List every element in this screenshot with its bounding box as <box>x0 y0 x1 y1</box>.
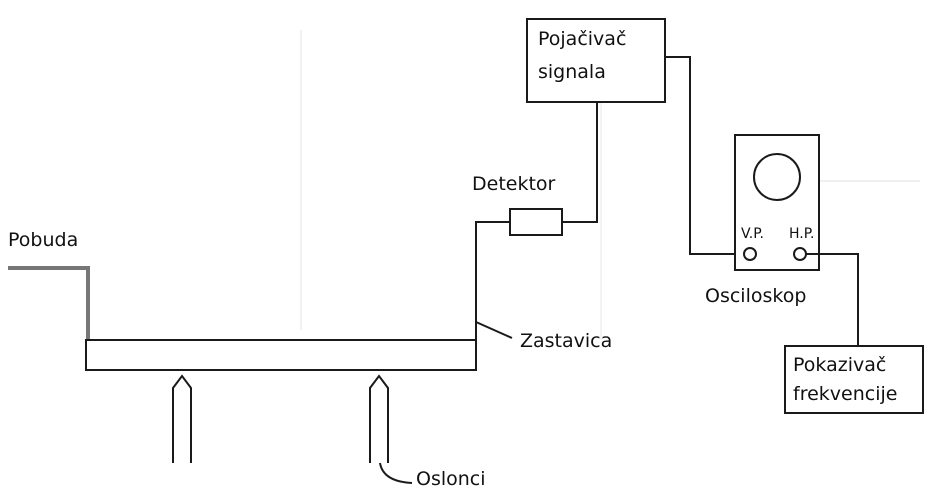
frequency-indicator-label-line1: Pokazivač <box>793 354 886 376</box>
detector-label: Detektor <box>472 173 556 195</box>
oscilloscope-label: Osciloskop <box>705 285 806 307</box>
beam <box>85 339 477 371</box>
left-support <box>172 374 192 463</box>
right-support <box>369 374 389 463</box>
amplifier-to-oscilloscope-wire <box>665 56 743 255</box>
horizontal-input-label: H.P. <box>789 226 814 242</box>
supports-pointer-line <box>379 462 413 484</box>
excitation-wire <box>8 266 90 340</box>
flag-pointer-line <box>475 321 513 339</box>
oscilloscope <box>734 134 820 271</box>
detector-to-amplifier-wire <box>562 102 598 223</box>
flag-label: Zastavica <box>520 330 612 352</box>
oscilloscope-to-frequency-wire <box>806 253 859 346</box>
amplifier-label-line1: Pojačivač <box>538 28 626 50</box>
vertical-input-jack <box>743 247 757 261</box>
amplifier-label-line2: signala <box>538 61 606 83</box>
background-bleed-through <box>300 30 920 340</box>
supports-label: Oslonci <box>416 468 486 488</box>
vertical-input-label: V.P. <box>741 226 764 242</box>
oscilloscope-screen <box>753 153 801 201</box>
frequency-indicator <box>784 345 924 414</box>
frequency-indicator-label-line2: frekvencije <box>793 383 897 405</box>
excitation-label: Pobuda <box>8 229 78 251</box>
signal-amplifier <box>526 18 666 103</box>
detector <box>509 208 563 236</box>
flag <box>475 221 510 341</box>
